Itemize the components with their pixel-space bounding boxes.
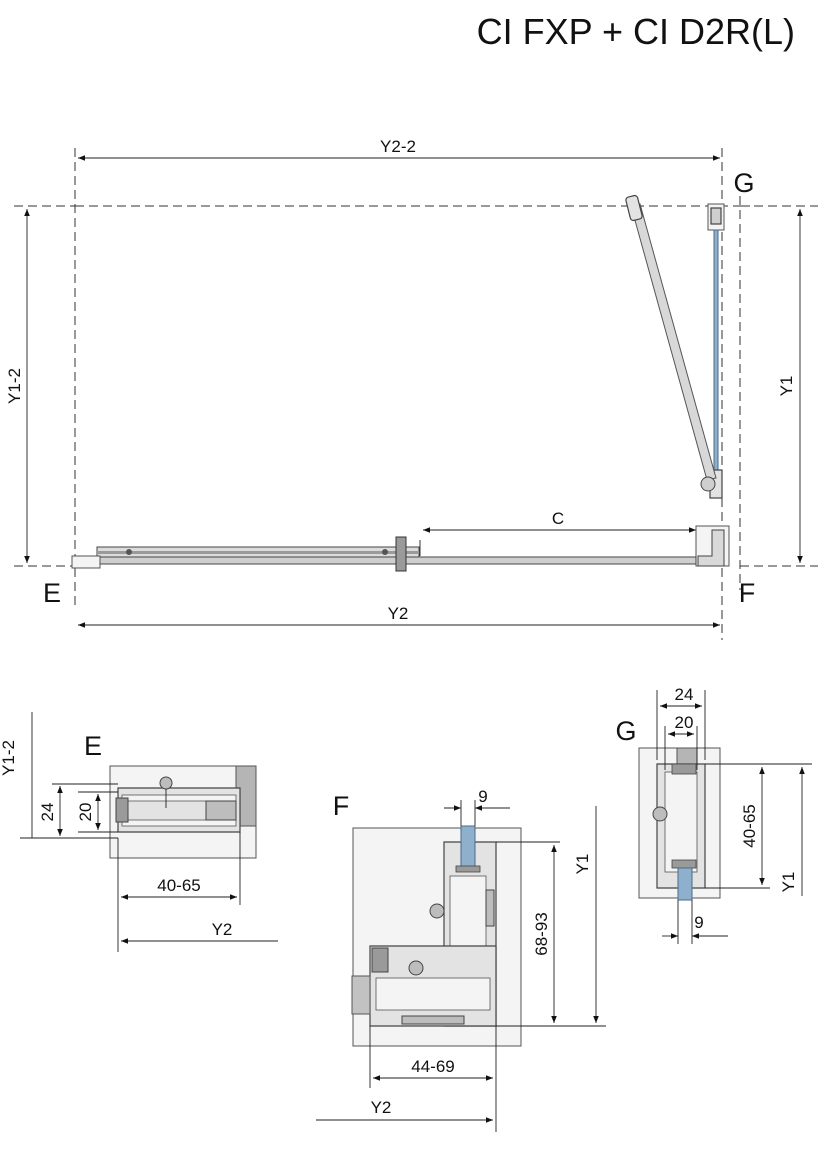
detail-f-screw-2-icon: [408, 960, 424, 976]
detail-e-20-label: 20: [76, 803, 95, 822]
detail-f-glass: [460, 825, 476, 869]
detail-e-profile-slot-bottom: [121, 819, 237, 827]
detail-e-seal: [205, 800, 237, 821]
detail-f-9-label: 9: [478, 787, 487, 806]
corner-e-profile: [71, 555, 101, 569]
detail-g-glass: [677, 867, 693, 901]
stabilizer-joint: [700, 476, 716, 492]
roller-1: [126, 549, 132, 555]
detail-g: G 24 20 40-65 Y1 9: [615, 685, 812, 944]
roller-2: [382, 549, 388, 555]
y1-label: Y1: [777, 376, 796, 397]
main-plan-view: Y2-2 Y1-2 Y1 Y2 C E: [5, 137, 818, 640]
detail-f-68-93-label: 68-93: [532, 912, 551, 955]
detail-e-screw-icon: [159, 776, 173, 790]
detail-g-top-seal: [671, 763, 697, 775]
corner-f-profile: [697, 529, 725, 567]
detail-f-h-cap: [371, 947, 389, 973]
detail-f-h-cavity: [375, 977, 491, 1011]
corner-e-letter: E: [43, 578, 61, 608]
detail-f-seal-2: [401, 1015, 465, 1025]
detail-g-20-label: 20: [675, 713, 694, 732]
door-handle: [395, 536, 407, 572]
c-label: C: [552, 509, 564, 528]
corner-f-letter: F: [739, 578, 756, 608]
drawing-title: CI FXP + CI D2R(L): [477, 11, 795, 52]
detail-f-glass-seal: [455, 865, 481, 873]
detail-f-wall-block: [351, 975, 371, 1015]
detail-f-y1-label: Y1: [573, 854, 592, 875]
detail-g-letter: G: [615, 716, 636, 746]
detail-e-y2-label: Y2: [212, 920, 233, 939]
stabilizer-bar: [630, 203, 717, 481]
detail-f-44-69-label: 44-69: [411, 1057, 454, 1076]
detail-f-letter: F: [333, 791, 350, 821]
y2-2-label: Y2-2: [380, 137, 416, 156]
sliding-door-glass-edge: [97, 551, 419, 554]
detail-f-profile-cavity: [449, 875, 487, 947]
detail-g-glass-seal: [671, 859, 697, 869]
fixed-glass-panel: [713, 229, 719, 491]
detail-e: E Y1-2 24 20 40-65 Y2: [0, 712, 278, 952]
detail-g-9-label: 9: [694, 913, 703, 932]
detail-e-range-label: 40-65: [157, 876, 200, 895]
y1-2-label: Y1-2: [5, 368, 24, 404]
detail-g-profile-cavity: [664, 771, 698, 873]
detail-e-end-cap: [115, 797, 129, 823]
detail-g-y1-label: Y1: [779, 872, 798, 893]
detail-g-screw-icon: [652, 806, 668, 822]
detail-g-range-label: 40-65: [740, 804, 759, 847]
detail-e-profile-slot-top: [121, 794, 237, 802]
detail-f-screw-icon: [429, 903, 445, 919]
detail-f-seal-1: [485, 889, 495, 927]
detail-g-wall-mount: [676, 747, 698, 765]
detail-e-y1-2-label: Y1-2: [0, 740, 18, 776]
detail-f-y2-label: Y2: [371, 1098, 392, 1117]
detail-f: F 9 68-93 Y1 44-69 Y2: [316, 787, 606, 1132]
y2-label: Y2: [388, 604, 409, 623]
stabilizer-wall-mount: [625, 194, 643, 222]
detail-e-letter: E: [84, 731, 102, 761]
corner-g-letter: G: [733, 168, 754, 198]
detail-g-24-label: 24: [675, 685, 694, 704]
detail-e-24-label: 24: [38, 803, 57, 822]
top-profile-inner: [710, 207, 722, 225]
